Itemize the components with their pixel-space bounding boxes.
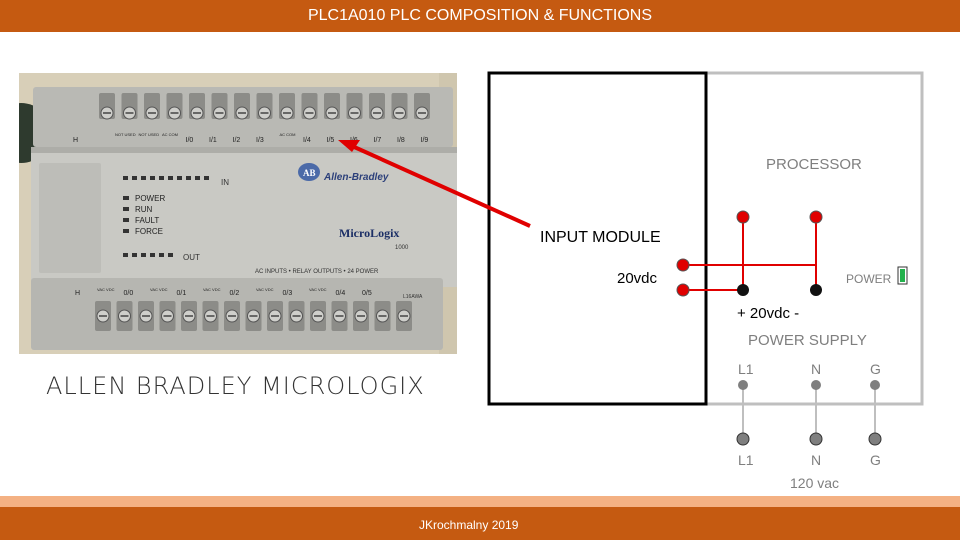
line-voltage-label: 120 vac [790, 475, 839, 491]
line-terminal-n [810, 433, 822, 445]
line-terminal-label-n: N [811, 452, 821, 468]
input-terminal-1 [677, 259, 689, 271]
input-terminal-2 [677, 284, 689, 296]
pointer-arrow [352, 146, 530, 226]
power-led-label: POWER [846, 272, 891, 286]
footer-credit: JKrochmalny 2019 [419, 518, 518, 532]
supply-terminal-label-g: G [870, 361, 881, 377]
supply-terminal-label-l1: L1 [738, 361, 754, 377]
input-voltage-label: 20vdc [617, 270, 657, 287]
dc-wires [683, 217, 816, 290]
supply-output-label: + 20vdc - [737, 305, 799, 322]
ac-wires [743, 385, 875, 437]
line-terminal-label-g: G [870, 452, 881, 468]
dc-node-minus [810, 284, 822, 296]
supply-terminal-label-n: N [811, 361, 821, 377]
supply-ac-terminal-l1 [738, 380, 748, 390]
supply-terminal-plus [737, 211, 749, 223]
line-terminal-l1 [737, 433, 749, 445]
supply-ac-terminal-n [811, 380, 821, 390]
dc-node-plus [737, 284, 749, 296]
processor-label: PROCESSOR [766, 156, 862, 173]
line-terminal-g [869, 433, 881, 445]
line-terminal-label-l1: L1 [738, 452, 754, 468]
power-supply-label: POWER SUPPLY [748, 332, 867, 349]
supply-terminal-minus [810, 211, 822, 223]
power-led-icon [900, 269, 905, 282]
footer-accent [0, 496, 960, 507]
supply-ac-terminal-g [870, 380, 880, 390]
input-module-label: INPUT MODULE [540, 229, 661, 247]
